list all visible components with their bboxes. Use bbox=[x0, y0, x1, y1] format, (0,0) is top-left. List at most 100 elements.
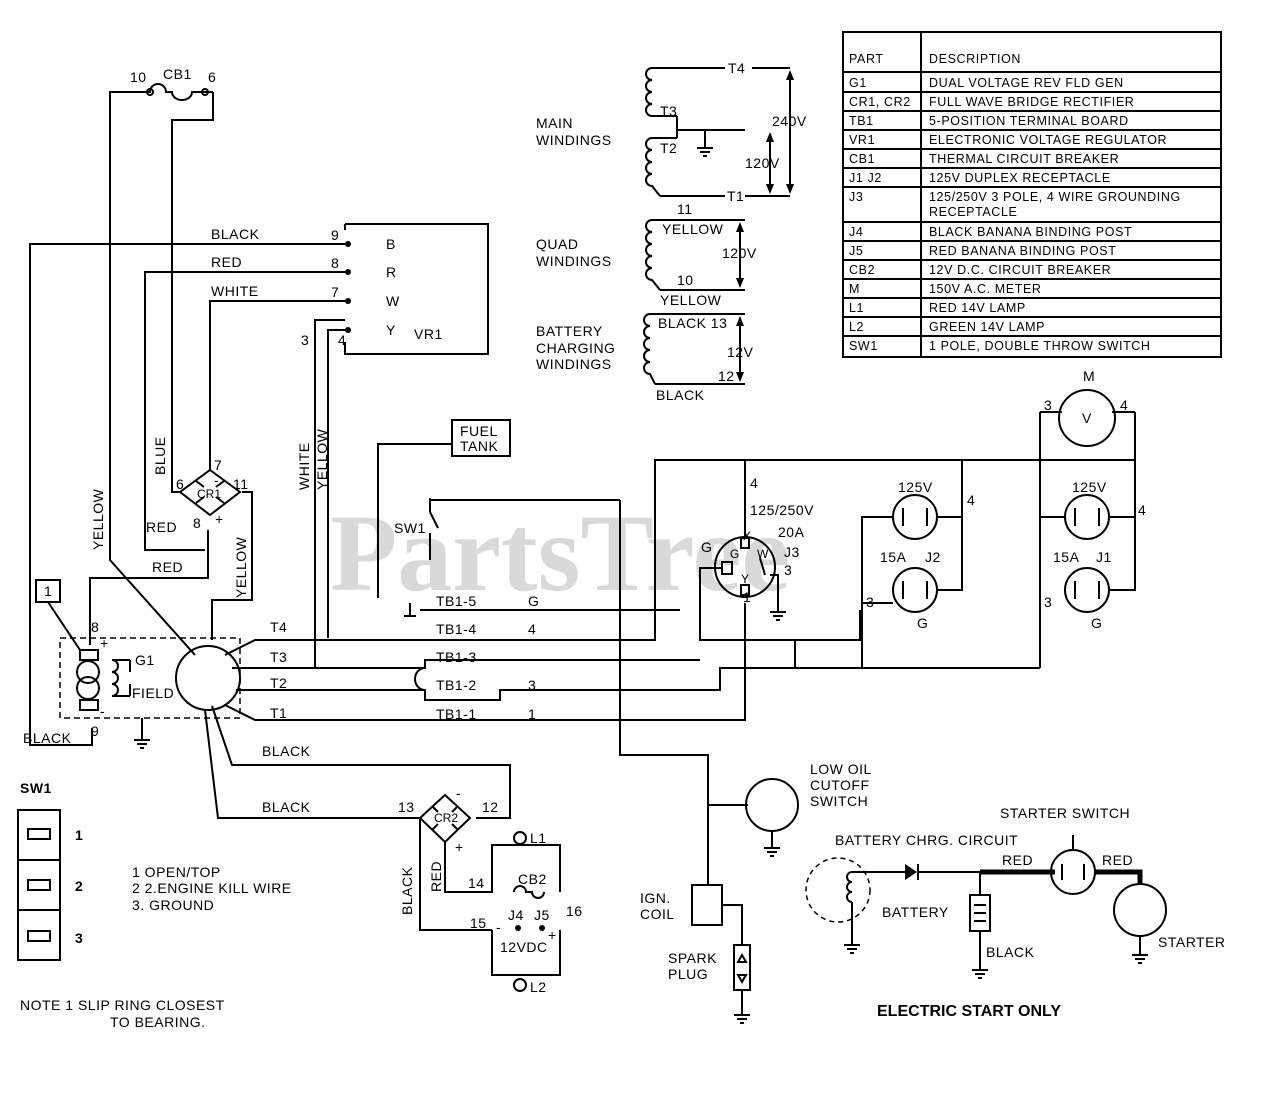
j2-g: G bbox=[917, 615, 928, 631]
table-cell-description: 12V D.C. CIRCUIT BREAKER bbox=[929, 263, 1111, 277]
j3-n1: 1 bbox=[743, 589, 751, 605]
cr2-t12: 12 bbox=[482, 799, 499, 815]
batt-12: 12 bbox=[718, 368, 735, 384]
j1-n3: 3 bbox=[1044, 594, 1052, 610]
electric-start-title: ELECTRIC START ONLY bbox=[877, 1003, 1061, 1020]
cb1-label: CB1 bbox=[163, 66, 192, 82]
main-coil-upper bbox=[645, 67, 660, 117]
batt-windings-label: WINDINGS bbox=[536, 356, 612, 372]
watermark: PartsTree bbox=[330, 492, 790, 614]
j3-receptacle: 125/250V 20A J3 4 1 3 G G W X Y bbox=[699, 460, 814, 640]
table-header-part: PART bbox=[849, 52, 884, 66]
meter-v: V bbox=[1082, 410, 1092, 426]
t1-label: T1 bbox=[727, 188, 744, 204]
black-wire-label: BLACK bbox=[262, 799, 311, 815]
table-cell-description: 125V DUPLEX RECEPTACLE bbox=[929, 171, 1111, 185]
table-cell-description: 1 POLE, DOUBLE THROW SWITCH bbox=[929, 339, 1151, 353]
vr1-regulator: B R W Y VR1 9 8 7 4 3 BLACK RED WHITE bbox=[211, 223, 489, 355]
vr1-terminal-b: B bbox=[386, 236, 396, 252]
meter-n3: 3 bbox=[1044, 397, 1052, 413]
red-wire-label: RED bbox=[152, 559, 183, 575]
batt-black: BLACK bbox=[656, 387, 705, 403]
table-cell-description: ELECTRONIC VOLTAGE REGULATOR bbox=[929, 133, 1167, 147]
red-label-2: RED bbox=[1102, 852, 1133, 868]
j1-receptacle: 125V 15A J1 3 4 G bbox=[795, 411, 1146, 669]
tb1-wire-g: G bbox=[528, 593, 539, 609]
cr1-t11: 11 bbox=[233, 476, 249, 492]
yellow-wire-label: YELLOW bbox=[90, 488, 106, 550]
parts-table: PART DESCRIPTION G1 DUAL VOLTAGE REV FLD… bbox=[842, 31, 1222, 358]
quad-windings-label: QUAD bbox=[536, 236, 578, 252]
lead-t1: T1 bbox=[270, 705, 287, 721]
table-cell-part: M bbox=[849, 282, 860, 296]
sw1-legend-title: SW1 bbox=[20, 780, 52, 796]
t3-label: T3 bbox=[660, 103, 677, 119]
table-cell-part: VR1 bbox=[849, 133, 875, 147]
table-cell-part: G1 bbox=[849, 76, 867, 90]
g1-plus: + bbox=[100, 635, 109, 651]
cr1-t6: 6 bbox=[176, 476, 184, 492]
vr1-terminal-w: W bbox=[386, 293, 400, 309]
wire-white-label: WHITE bbox=[211, 283, 259, 299]
ignition-circuit: LOW OIL CUTOFF SWITCH IGN. COIL SPARK PL… bbox=[640, 761, 872, 1024]
j3-x: X bbox=[743, 529, 751, 543]
t4-label: T4 bbox=[728, 60, 745, 76]
lead-t2: T2 bbox=[270, 675, 287, 691]
electric-start-circuit: BATTERY CHRG. CIRCUIT STARTER SWITCH bbox=[805, 805, 1226, 1020]
table-cell-description: GREEN 14V LAMP bbox=[929, 320, 1045, 334]
n15-label: 15 bbox=[470, 915, 487, 931]
g1-label: G1 bbox=[135, 652, 155, 668]
note-ref: 1 bbox=[44, 583, 52, 599]
sw1-switch: FUEL TANK SW1 bbox=[377, 419, 709, 805]
vr1-terminal-y: Y bbox=[386, 322, 396, 338]
meter-m: M V 3 4 bbox=[1044, 368, 1128, 447]
fuel-tank-line2: TANK bbox=[460, 438, 498, 454]
j1-amp: 15A bbox=[1053, 549, 1080, 565]
quad-120v: 120V bbox=[722, 245, 757, 261]
starter-label: STARTER bbox=[1158, 934, 1226, 950]
note-line1: NOTE 1 SLIP RING CLOSEST bbox=[20, 997, 225, 1013]
left-wiring: CR1 7 6 8 11 - + YELLOW BLUE RED RED YEL… bbox=[23, 91, 348, 746]
batt-12v: 12V bbox=[727, 344, 754, 360]
lead-t3: T3 bbox=[270, 649, 287, 665]
g1-minus: - bbox=[100, 703, 105, 719]
g1-t9: 9 bbox=[91, 723, 99, 739]
quad-11: 11 bbox=[677, 201, 693, 217]
tb1-3: TB1-3 bbox=[436, 649, 477, 665]
red-wire-label: RED bbox=[146, 519, 177, 535]
main-coil-lower bbox=[645, 137, 661, 197]
j1-label: J1 bbox=[1096, 549, 1112, 565]
j3-amp: 20A bbox=[778, 524, 805, 540]
table-cell-description-cont: RECEPTACLE bbox=[929, 205, 1017, 219]
l2-label: L2 bbox=[530, 979, 547, 995]
cb1-t6: 6 bbox=[208, 69, 216, 85]
cr2-minus: - bbox=[456, 785, 461, 801]
black-wire-label: BLACK bbox=[23, 730, 72, 746]
vr1-wire-8: 8 bbox=[331, 255, 339, 271]
low-oil-line1: LOW OIL bbox=[810, 761, 872, 777]
quad-yellow-bottom: YELLOW bbox=[660, 292, 722, 308]
vr1-wire-3: 3 bbox=[301, 332, 309, 348]
plus-label: + bbox=[548, 927, 557, 943]
tb1-wire-1: 1 bbox=[528, 706, 536, 722]
cr1-t8: 8 bbox=[193, 515, 201, 531]
vr1-wire-7: 7 bbox=[331, 284, 339, 300]
table-header-description: DESCRIPTION bbox=[929, 52, 1021, 66]
sw1-legend: SW1 1 2 3 1 OPEN/TOP 2 2.ENGINE KILL WIR… bbox=[17, 780, 291, 1030]
batt-windings-label: BATTERY bbox=[536, 323, 603, 339]
table-cell-description: FULL WAVE BRIDGE RECTIFIER bbox=[929, 95, 1134, 109]
fuel-tank-line1: FUEL bbox=[460, 423, 498, 439]
table-cell-part: TB1 bbox=[849, 114, 874, 128]
v12-label: 12VDC bbox=[500, 939, 548, 955]
spark-plug-line1: SPARK bbox=[668, 950, 717, 966]
battery-label: BATTERY bbox=[882, 904, 949, 920]
cr1-label: CR1 bbox=[197, 487, 221, 501]
quad-10: 10 bbox=[677, 272, 694, 288]
j2-voltage: 125V bbox=[898, 479, 933, 495]
table-cell-part: CB2 bbox=[849, 263, 875, 277]
white-wire-label: WHITE bbox=[296, 442, 312, 490]
main-windings-label: MAIN bbox=[536, 115, 573, 131]
table-cell-description: BLACK BANANA BINDING POST bbox=[929, 225, 1132, 239]
j3-n4: 4 bbox=[750, 475, 758, 491]
n14-label: 14 bbox=[468, 875, 485, 891]
